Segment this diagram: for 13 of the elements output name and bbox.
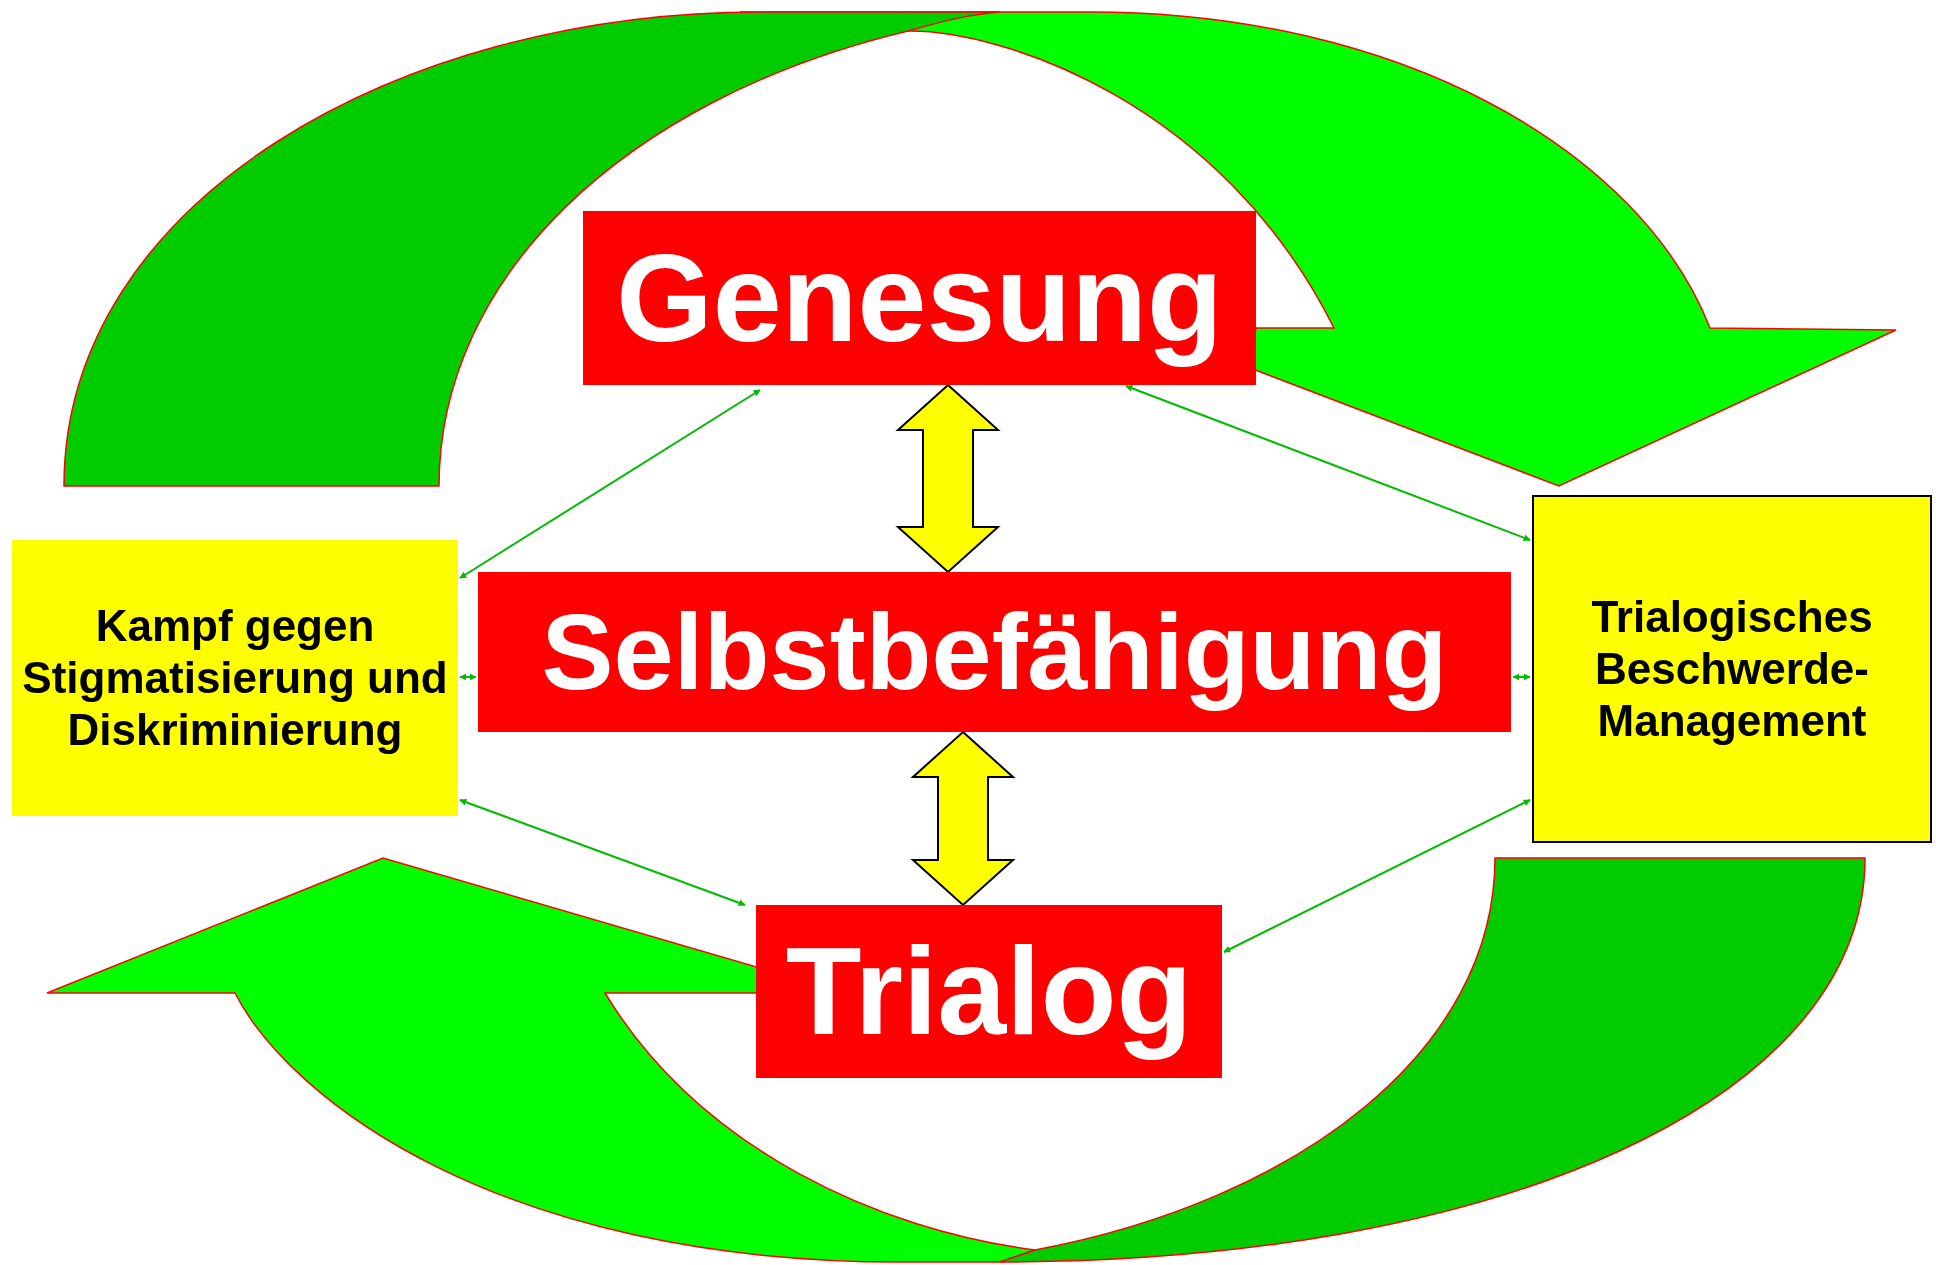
block-arrow bbox=[910, 730, 1016, 907]
concept-box: Selbstbefähigung bbox=[478, 572, 1511, 732]
concept-box: Genesung bbox=[583, 211, 1256, 385]
note-box: Trialogisches Beschwerde-Management bbox=[1532, 495, 1932, 843]
block-arrow bbox=[895, 383, 1001, 574]
double-arrow bbox=[1512, 673, 1531, 681]
double-arrow bbox=[1125, 384, 1531, 542]
double-arrow bbox=[1223, 799, 1531, 953]
double-arrow bbox=[459, 389, 761, 579]
double-arrow bbox=[459, 673, 477, 681]
double-arrow bbox=[459, 798, 746, 907]
concept-box: Trialog bbox=[756, 905, 1222, 1078]
note-box: Kampf gegen Stigmatisierung und Diskriminierung bbox=[12, 540, 458, 816]
